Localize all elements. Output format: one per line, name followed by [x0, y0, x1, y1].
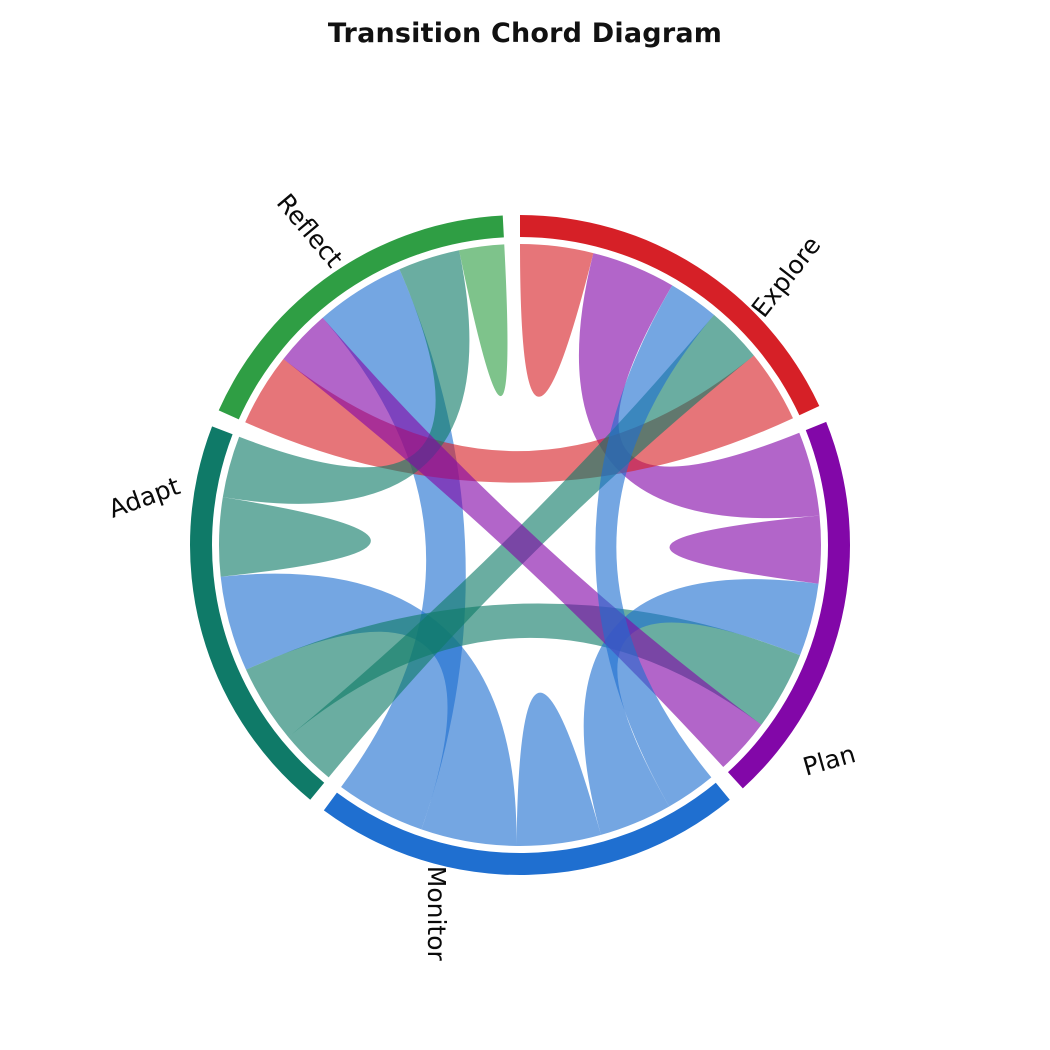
- page-title: Transition Chord Diagram: [327, 18, 723, 49]
- sector-arcs-group: [189, 215, 850, 875]
- sector-label-monitor: Monitor: [422, 866, 451, 962]
- sector-label-plan: Plan: [800, 739, 859, 782]
- chord-ribbon[interactable]: [222, 250, 470, 504]
- sector-arc-plan[interactable]: [727, 421, 850, 789]
- chord-ribbon[interactable]: [669, 515, 821, 584]
- sector-arc-adapt[interactable]: [189, 426, 325, 800]
- chord-ribbon[interactable]: [219, 497, 371, 577]
- chord-ribbon[interactable]: [516, 692, 601, 846]
- chord-ribbon[interactable]: [246, 603, 801, 738]
- chord-ribbon[interactable]: [578, 253, 820, 519]
- ribbons-group: [219, 244, 821, 846]
- chord-ribbon[interactable]: [583, 579, 819, 835]
- chord-ribbon[interactable]: [520, 244, 594, 397]
- chord-ribbon[interactable]: [595, 285, 715, 807]
- chord-ribbon[interactable]: [322, 269, 466, 830]
- sector-arc-monitor[interactable]: [323, 782, 730, 875]
- sector-label-reflect: Reflect: [271, 188, 349, 273]
- chord-ribbon[interactable]: [283, 317, 762, 768]
- chord-ribbon[interactable]: [459, 244, 508, 397]
- sector-arc-reflect[interactable]: [218, 215, 504, 420]
- chord-ribbon[interactable]: [245, 355, 794, 483]
- sector-arc-explore[interactable]: [520, 215, 820, 416]
- sector-label-explore: Explore: [746, 231, 827, 323]
- sector-label-adapt: Adapt: [105, 471, 184, 523]
